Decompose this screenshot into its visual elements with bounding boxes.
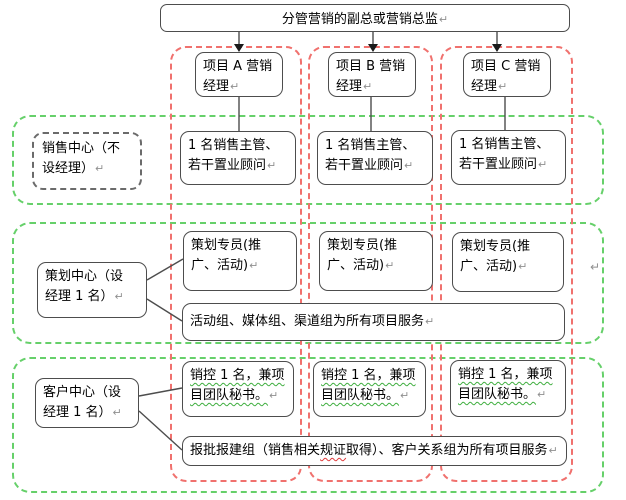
paragraph-mark: ↵ bbox=[590, 260, 601, 274]
project-b-manager-box: 项目 B 营销 经理↵ bbox=[328, 52, 416, 97]
planning-service-note-box: 活动组、媒体组、渠道组为所有项目服务↵ bbox=[182, 303, 565, 341]
sales-staff-label: 1 名销售主管、 若干置业顾问 bbox=[459, 137, 550, 172]
paragraph-mark: ↵ bbox=[538, 158, 548, 171]
planner-box-a: 策划专员(推 广、活动)↵ bbox=[183, 231, 297, 291]
project-b-manager-label: 项目 B 营销 经理 bbox=[336, 59, 406, 94]
sales-control-label: 销控 1 名，兼项 目团队秘书。 bbox=[321, 368, 416, 403]
planning-center-box: 策划中心（设 经理 1 名）↵ bbox=[37, 262, 147, 318]
project-c-manager-label: 项目 C 营销 经理 bbox=[471, 59, 541, 94]
sales-staff-box-a: 1 名销售主管、 若干置业顾问↵ bbox=[180, 131, 296, 185]
planner-box-c: 策划专员(推 广、活动)↵ bbox=[452, 232, 564, 292]
sales-control-box-a: 销控 1 名，兼项 目团队秘书。↵ bbox=[182, 361, 294, 417]
paragraph-mark: ↵ bbox=[114, 290, 124, 303]
planning-center-label: 策划中心（设 经理 1 名） bbox=[45, 269, 124, 304]
planner-box-b: 策划专员(推 广、活动)↵ bbox=[319, 231, 433, 291]
project-a-manager-box: 项目 A 营销 经理↵ bbox=[195, 52, 283, 97]
project-a-manager-label: 项目 A 营销 经理 bbox=[203, 59, 273, 94]
sales-staff-box-b: 1 名销售主管、 若干置业顾问↵ bbox=[317, 131, 433, 185]
planner-label: 策划专员(推 广、活动) bbox=[460, 239, 531, 274]
customer-service-note-box: 报批报建组（销售相关规证取得）、客户关系组为所有项目服务↵ bbox=[182, 436, 567, 466]
paragraph-mark: ↵ bbox=[385, 259, 395, 272]
sales-control-label: 销控 1 名，兼项 目团队秘书。 bbox=[458, 367, 553, 402]
paragraph-mark: ↵ bbox=[438, 13, 449, 26]
sales-control-box-c: 销控 1 名，兼项 目团队秘书。↵ bbox=[450, 360, 566, 417]
paragraph-mark: ↵ bbox=[518, 260, 528, 273]
top-role-label: 分管营销的副总或营销总监 bbox=[281, 12, 438, 27]
planner-label: 策划专员(推 广、活动) bbox=[191, 238, 262, 273]
paragraph-mark: ↵ bbox=[269, 389, 279, 402]
sales-control-label: 销控 1 名，兼项 目团队秘书。 bbox=[190, 368, 285, 403]
paragraph-mark: ↵ bbox=[230, 80, 240, 93]
sales-staff-label: 1 名销售主管、 若干置业顾问 bbox=[188, 138, 279, 173]
customer-service-note: 报批报建组（销售相关规证取得）、客户关系组为所有项目服务 bbox=[190, 441, 548, 461]
sales-staff-label: 1 名销售主管、 若干置业顾问 bbox=[325, 138, 416, 173]
paragraph-mark: ↵ bbox=[404, 159, 414, 172]
note-text: 取得）、客户关系组为所有项目服务 bbox=[346, 443, 548, 458]
paragraph-mark: ↵ bbox=[249, 259, 259, 272]
paragraph-mark: ↵ bbox=[363, 80, 373, 93]
customer-center-label: 客户中心（设 经理 1 名） bbox=[43, 385, 122, 420]
sales-center-label-box: 销售中心（不 设经理）↵ bbox=[32, 132, 142, 190]
paragraph-mark: ↵ bbox=[112, 406, 122, 419]
planner-label: 策划专员(推 广、活动) bbox=[327, 238, 398, 273]
paragraph-mark: ↵ bbox=[267, 159, 277, 172]
project-c-column-outline bbox=[440, 46, 573, 482]
misspelled-word: 规证 bbox=[320, 443, 347, 458]
sales-control-box-b: 销控 1 名，兼项 目团队秘书。↵ bbox=[313, 361, 426, 417]
paragraph-mark: ↵ bbox=[548, 444, 558, 457]
note-text: 报批报建组（销售相关 bbox=[190, 443, 321, 458]
paragraph-mark: ↵ bbox=[400, 389, 410, 402]
project-c-manager-box: 项目 C 营销 经理↵ bbox=[463, 52, 551, 97]
paragraph-mark: ↵ bbox=[95, 162, 105, 175]
top-role-box: 分管营销的副总或营销总监↵ bbox=[160, 4, 570, 32]
sales-center-label: 销售中心（不 设经理） bbox=[42, 141, 121, 176]
planning-service-note: 活动组、媒体组、渠道组为所有项目服务 bbox=[190, 314, 425, 329]
customer-center-box: 客户中心（设 经理 1 名）↵ bbox=[35, 378, 139, 428]
paragraph-mark: ↵ bbox=[425, 315, 435, 328]
paragraph-mark: ↵ bbox=[537, 388, 547, 401]
paragraph-mark: ↵ bbox=[498, 80, 508, 93]
sales-staff-box-c: 1 名销售主管、 若干置业顾问↵ bbox=[451, 130, 566, 185]
